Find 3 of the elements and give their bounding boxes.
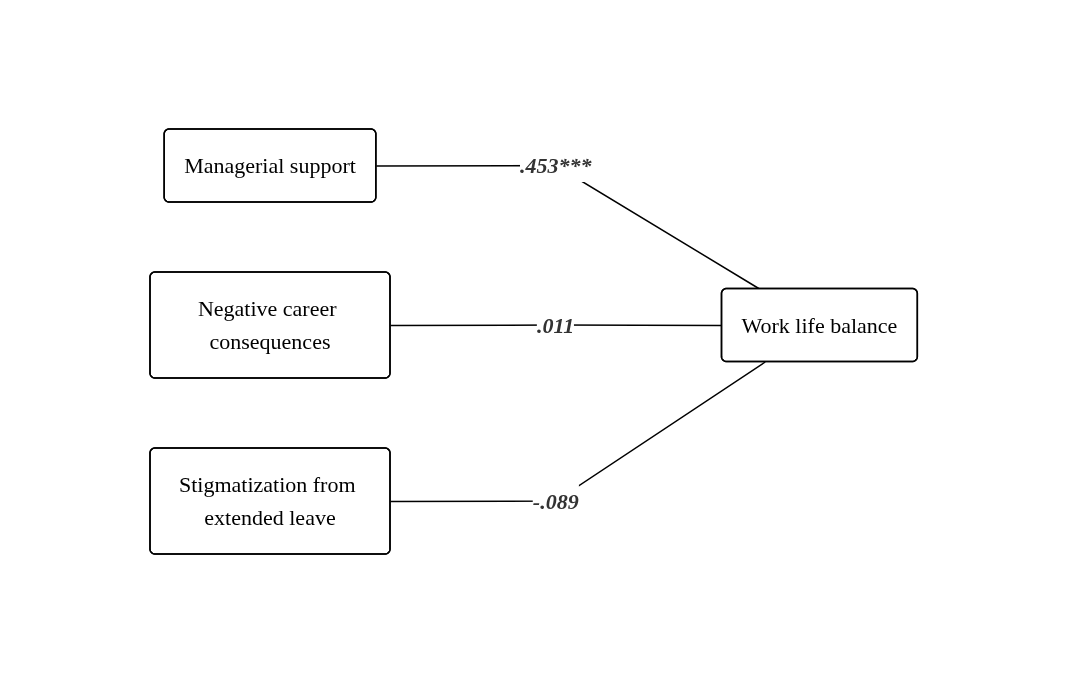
edge-label: .011 [537, 312, 575, 338]
edge-label: .453*** [520, 153, 592, 178]
edge-label: -.089 [533, 488, 579, 514]
